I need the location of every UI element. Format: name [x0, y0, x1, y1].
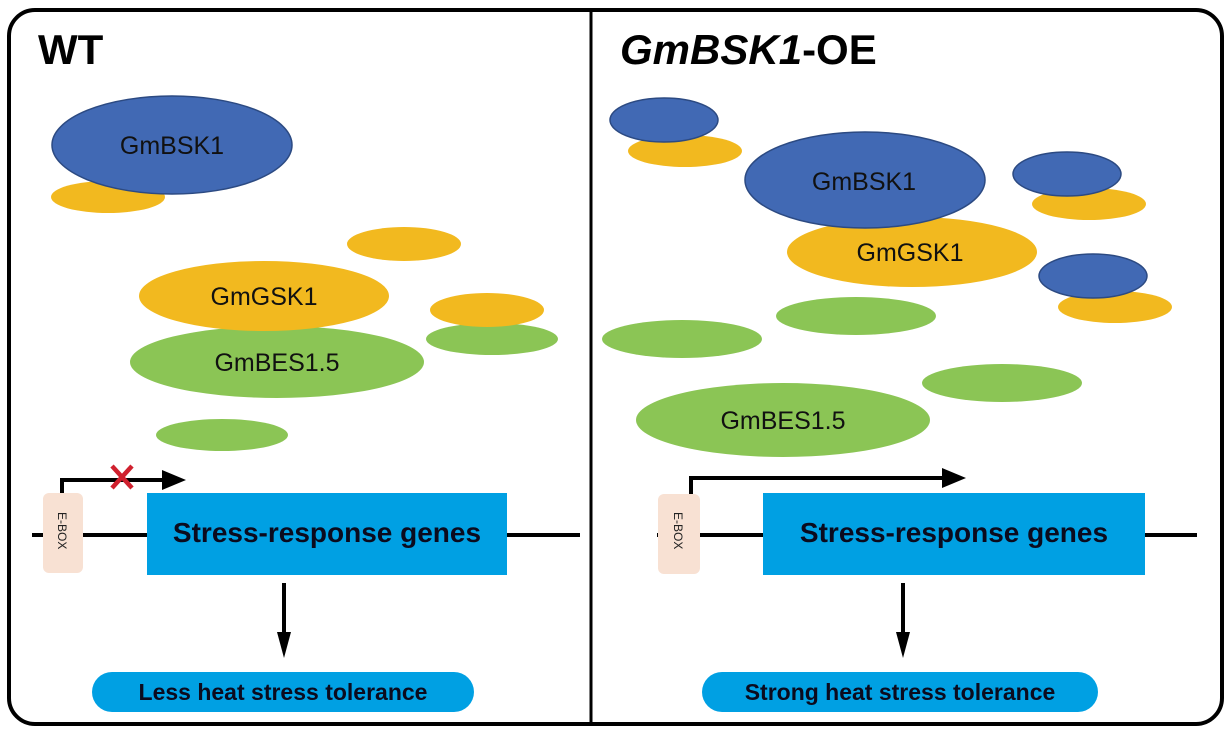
panel-title-wt: WT: [38, 26, 104, 73]
arrow-down-icon: [277, 632, 291, 658]
gsk1-label: GmGSK1: [857, 239, 964, 267]
arrow-down-icon: [896, 632, 910, 658]
bsk1-ellipse-small: [609, 97, 719, 143]
panel-wt: WT GmBSK1 GmBES1.5 GmGSK1 E-BOX Stres: [32, 26, 580, 712]
arrow-head-icon: [942, 468, 966, 488]
gsk1-label: GmGSK1: [211, 283, 318, 311]
outcome-pill: [702, 672, 1098, 712]
bsk1-ellipse-small: [1012, 151, 1122, 197]
bes1-ellipse: [130, 326, 424, 398]
gsk1-ellipse-small: [430, 293, 544, 327]
bsk1-label: GmBSK1: [812, 168, 916, 196]
gsk1-ellipse-small: [628, 135, 742, 167]
title-gene-name: GmBSK1: [620, 26, 802, 73]
bes1-ellipse-small: [426, 323, 558, 355]
outcome-label: Strong heat stress tolerance: [745, 679, 1056, 705]
panel-title-oe: GmBSK1-OE: [620, 26, 877, 73]
bes1-ellipse-small: [602, 320, 762, 358]
outcome-pill: [92, 672, 474, 712]
ebox-label: E-BOX: [671, 512, 685, 549]
gene-box: [147, 493, 507, 575]
ebox-label: E-BOX: [55, 512, 69, 549]
bes1-ellipse-small: [776, 297, 936, 335]
gsk1-ellipse-small: [347, 227, 461, 261]
arrow-head-icon: [162, 470, 186, 490]
gene-label: Stress-response genes: [173, 517, 481, 548]
transcription-arrow: [60, 478, 165, 495]
bsk1-ellipse: [744, 131, 986, 229]
bsk1-label: GmBSK1: [120, 132, 224, 160]
transcription-arrow: [689, 476, 945, 495]
outcome-label: Less heat stress tolerance: [139, 679, 428, 705]
bes1-label: GmBES1.5: [720, 407, 845, 435]
gsk1-ellipse: [139, 261, 389, 331]
bsk1-ellipse: [51, 95, 293, 195]
ebox-element: [43, 493, 83, 573]
bes1-ellipse-small: [156, 419, 288, 451]
bes1-ellipse: [636, 383, 930, 457]
gene-label: Stress-response genes: [800, 517, 1108, 548]
gene-box: [763, 493, 1145, 575]
title-suffix: -OE: [802, 26, 877, 73]
bsk1-ellipse-small: [1038, 253, 1148, 299]
bes1-ellipse-small: [922, 364, 1082, 402]
blocked-x-icon: [110, 464, 134, 490]
gsk1-ellipse: [787, 217, 1037, 287]
ebox-element: [658, 494, 700, 574]
bes1-label: GmBES1.5: [214, 349, 339, 377]
panel-oe: GmBSK1-OE GmGSK1 GmBSK1 GmBES1.5 E-BOX S: [602, 26, 1197, 712]
gsk1-ellipse-small: [1058, 291, 1172, 323]
